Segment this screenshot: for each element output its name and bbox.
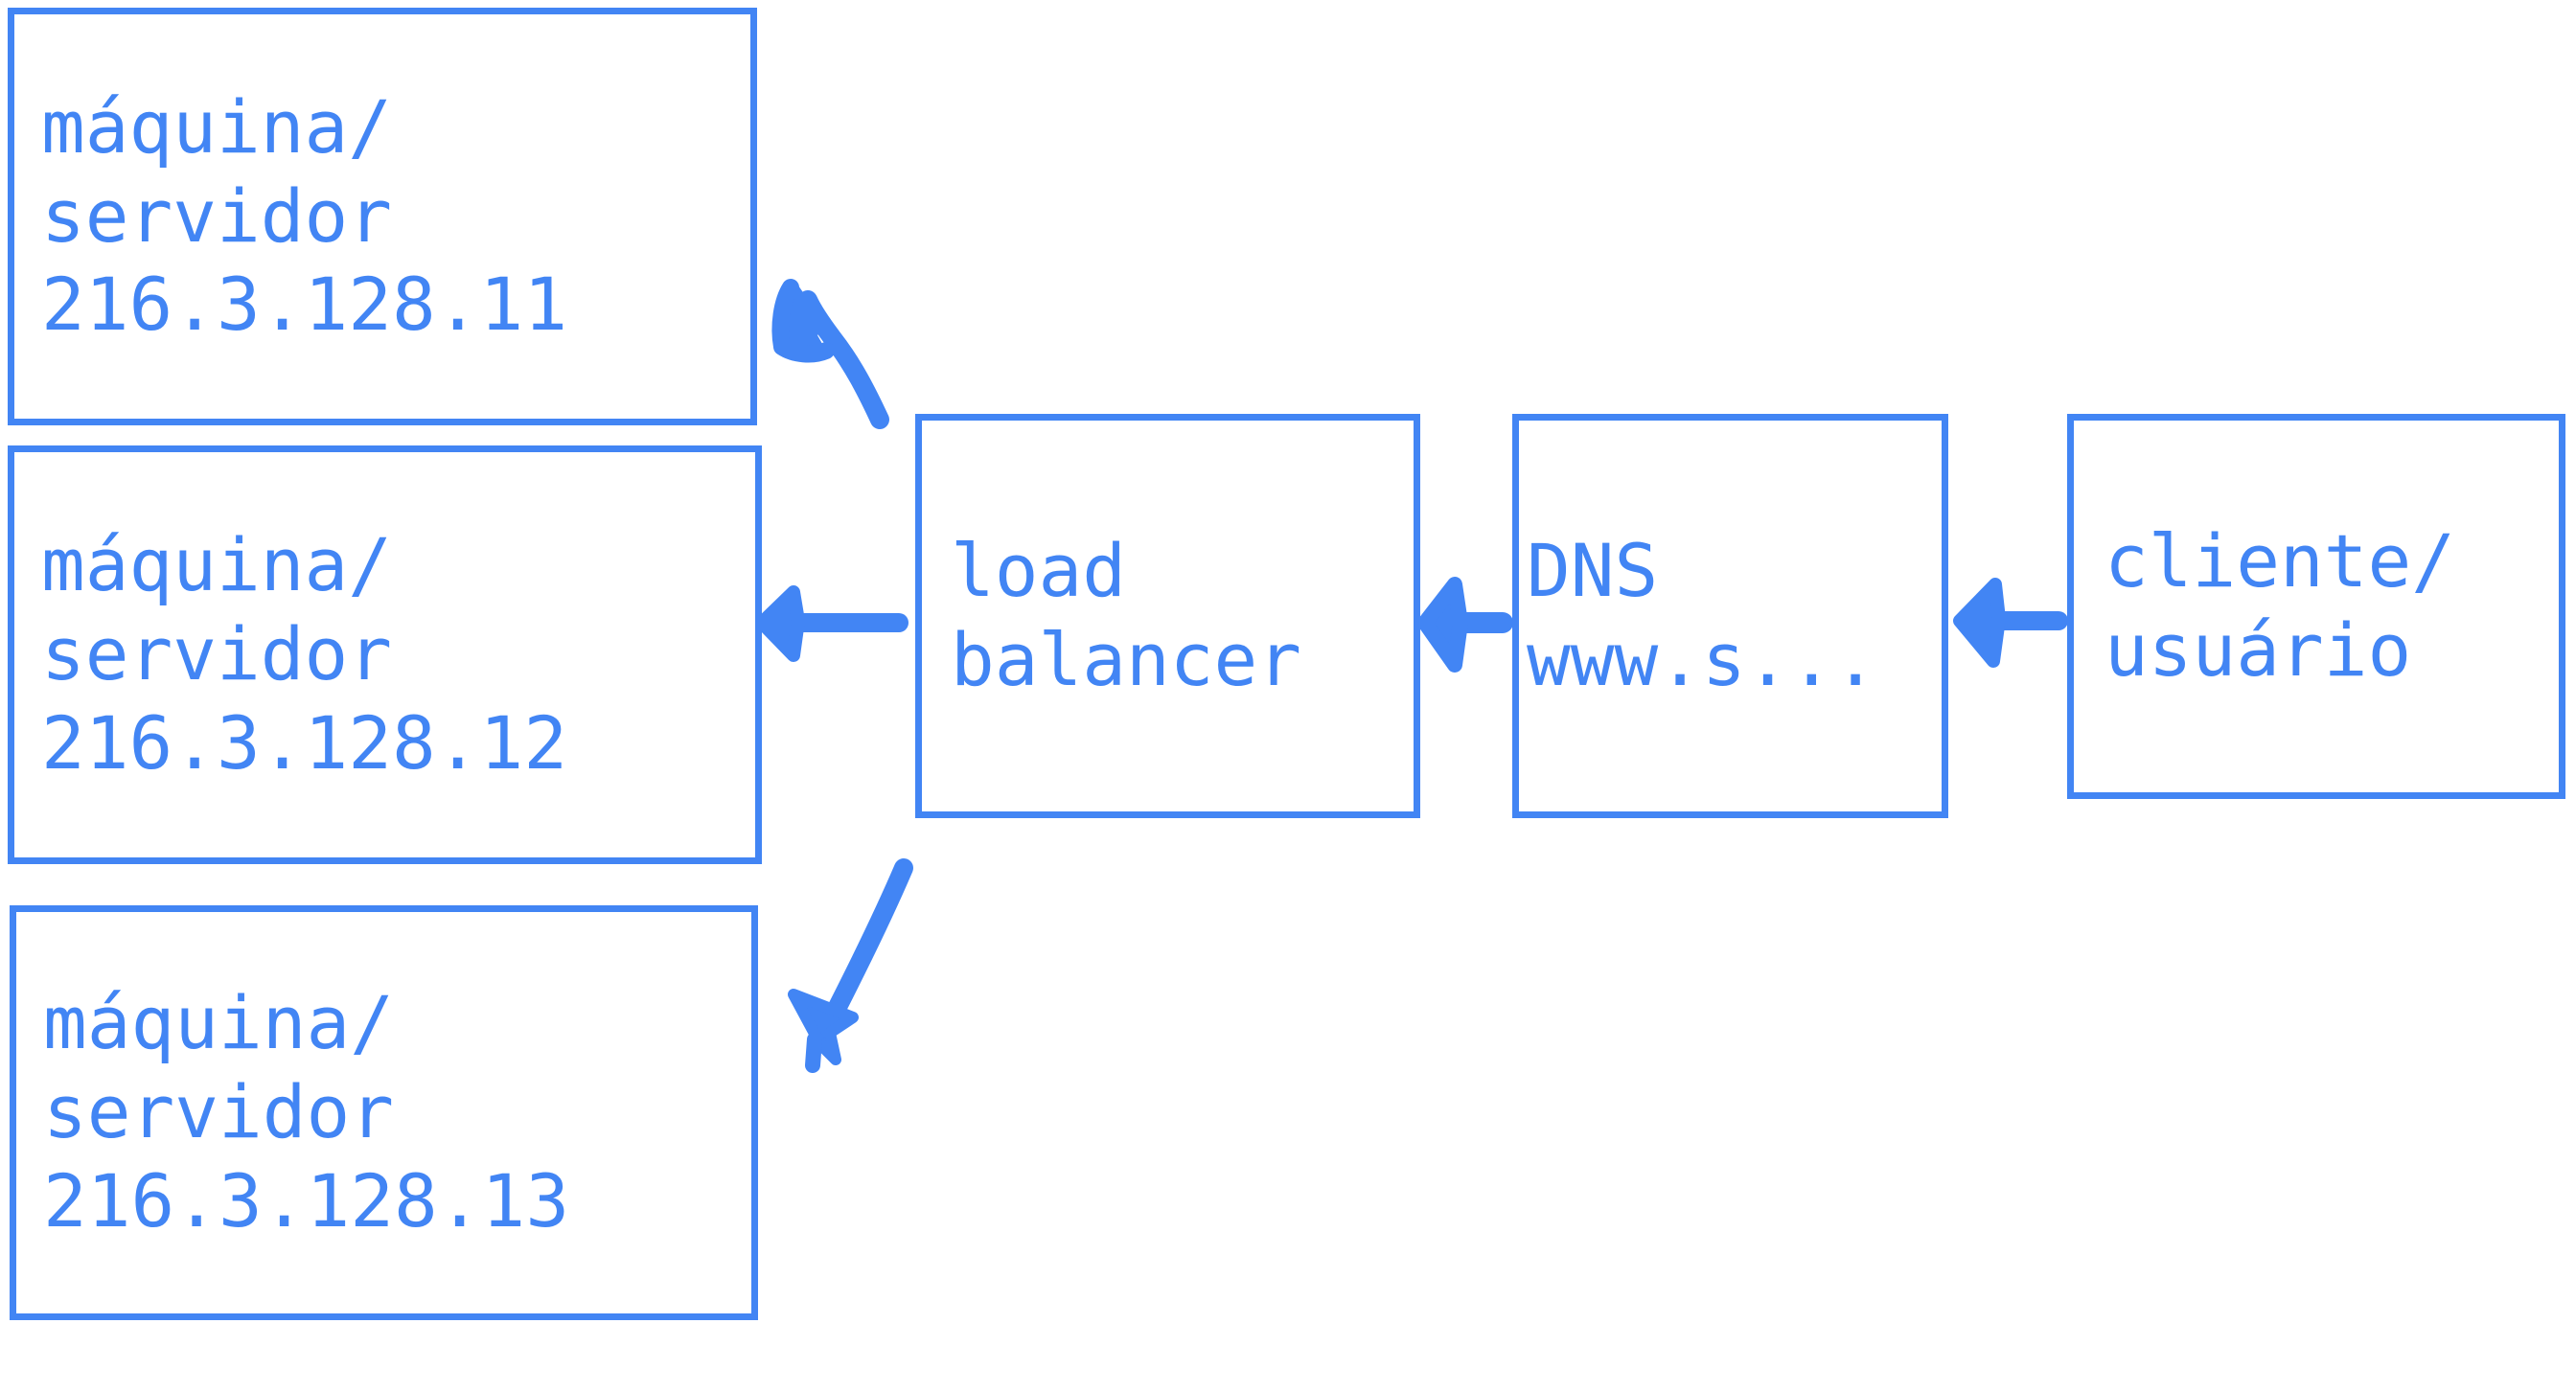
node-text-line: servidor — [41, 611, 393, 697]
node-text-line: máquina/ — [41, 522, 393, 608]
node-text-line: balancer — [951, 617, 1302, 702]
node-text-line: 216.3.128.11 — [41, 262, 568, 348]
node-maquina-servidor-216-3-128-13[interactable]: máquina/ servidor 216.3.128.13 — [10, 905, 758, 1320]
node-text-line: servidor — [41, 172, 393, 259]
node-text-line: servidor — [43, 1069, 395, 1155]
node-maquina-servidor-216-3-128-11[interactable]: máquina/ servidor 216.3.128.11 — [8, 8, 757, 425]
node-load-balancer[interactable]: load balancer — [915, 414, 1420, 818]
node-cliente-usuario[interactable]: cliente/ usuário — [2067, 414, 2565, 799]
node-text-line: cliente/ — [2104, 518, 2456, 605]
node-text-line: 216.3.128.13 — [43, 1157, 570, 1244]
edge-lb-to-server-1-arrow — [771, 279, 889, 429]
edge-lb-to-server-2-arrow — [755, 585, 908, 662]
node-dns[interactable]: DNS www.s... — [1512, 414, 1948, 818]
edge-lb-to-server-3-arrow — [788, 858, 913, 1073]
edge-dns-to-lb-arrow — [1417, 577, 1513, 673]
node-text-line: máquina/ — [43, 980, 395, 1066]
node-text-line: DNS — [1527, 528, 1659, 614]
node-text-line: www.s... — [1527, 617, 1878, 702]
node-text-line: máquina/ — [41, 83, 393, 170]
node-text-line: usuário — [2104, 607, 2412, 693]
node-maquina-servidor-216-3-128-12[interactable]: máquina/ servidor 216.3.128.12 — [8, 445, 762, 864]
edge-client-to-dns-arrow — [1953, 578, 2068, 668]
node-text-line: load — [951, 528, 1127, 614]
node-text-line: 216.3.128.12 — [41, 699, 568, 786]
